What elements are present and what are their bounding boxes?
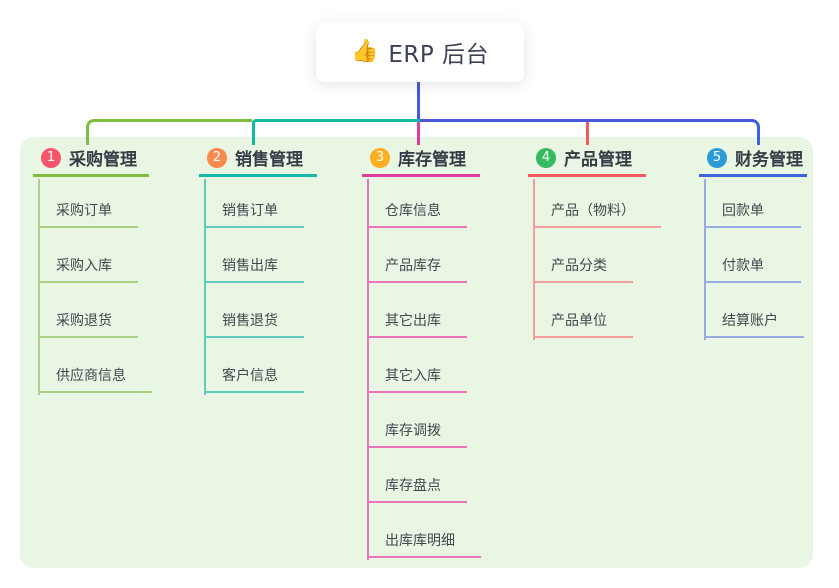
- child-node[interactable]: 其它出库: [368, 312, 467, 338]
- branches-panel: [20, 137, 813, 568]
- child-node[interactable]: 采购入库: [39, 257, 138, 283]
- child-node[interactable]: 产品分类: [534, 257, 633, 283]
- bus-segment-purchase: [86, 119, 252, 145]
- bus-segment-sales: [252, 119, 420, 145]
- branch-child-line: [533, 179, 535, 340]
- branch-node-1[interactable]: 1 采购管理: [33, 144, 149, 177]
- bus-segment-finance: [420, 119, 760, 145]
- branch-title: 库存管理: [398, 150, 466, 170]
- child-node[interactable]: 产品（物料）: [534, 202, 661, 228]
- child-node[interactable]: 付款单: [705, 257, 801, 283]
- child-node[interactable]: 仓库信息: [368, 202, 467, 228]
- drop-line-inventory: [417, 122, 420, 145]
- root-node-label: ERP 后台: [388, 42, 490, 68]
- branch-number-badge: 1: [41, 147, 61, 168]
- child-node[interactable]: 采购订单: [39, 202, 138, 228]
- branch-number-badge: 4: [536, 147, 556, 168]
- child-node[interactable]: 结算账户: [705, 312, 804, 338]
- child-node[interactable]: 回款单: [705, 202, 801, 228]
- child-node[interactable]: 销售出库: [205, 257, 304, 283]
- branch-node-4[interactable]: 4 产品管理: [528, 144, 646, 177]
- branch-number-badge: 2: [207, 147, 227, 168]
- child-node[interactable]: 库存盘点: [368, 477, 467, 503]
- child-node[interactable]: 产品库存: [368, 257, 467, 283]
- branch-node-3[interactable]: 3 库存管理: [362, 144, 480, 177]
- drop-line-product: [586, 122, 589, 145]
- branch-title: 销售管理: [235, 150, 303, 170]
- thumbs-up-icon: 👍: [350, 39, 379, 64]
- branch-title: 采购管理: [69, 150, 137, 170]
- branch-number-badge: 3: [370, 147, 390, 168]
- branch-node-5[interactable]: 5 财务管理: [699, 144, 807, 177]
- branch-title: 财务管理: [735, 150, 803, 170]
- child-node[interactable]: 客户信息: [205, 367, 304, 393]
- branch-node-2[interactable]: 2 销售管理: [199, 144, 317, 177]
- root-node[interactable]: 👍 ERP 后台: [316, 22, 524, 82]
- child-node[interactable]: 产品单位: [534, 312, 633, 338]
- branch-title: 产品管理: [564, 150, 632, 170]
- child-node[interactable]: 采购退货: [39, 312, 138, 338]
- branch-child-line: [204, 179, 206, 395]
- child-node[interactable]: 销售退货: [205, 312, 304, 338]
- child-node[interactable]: 其它入库: [368, 367, 467, 393]
- branch-child-line: [367, 179, 369, 560]
- branch-number-badge: 5: [707, 147, 727, 168]
- child-node[interactable]: 库存调拨: [368, 422, 467, 448]
- branch-child-line: [38, 179, 40, 395]
- branch-child-line: [704, 179, 706, 340]
- root-connector-line: [417, 81, 420, 120]
- child-node[interactable]: 出库库明细: [368, 532, 481, 558]
- child-node[interactable]: 销售订单: [205, 202, 304, 228]
- child-node[interactable]: 供应商信息: [39, 367, 152, 393]
